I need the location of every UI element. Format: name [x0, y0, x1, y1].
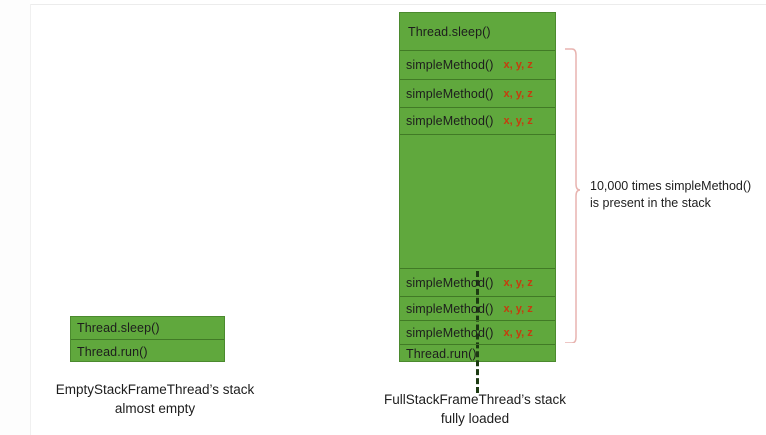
- annotation-line-1: 10,000 times simpleMethod(): [590, 179, 752, 193]
- full-stack-caption: FullStackFrameThread’s stack fully loade…: [330, 390, 620, 428]
- stack-frame-label: simpleMethod(): [406, 275, 494, 290]
- stack-range-brace-icon: [564, 48, 580, 343]
- stack-frame-args: x, y, z: [503, 59, 533, 71]
- slide-top-border: [30, 4, 766, 5]
- stack-frame-args: x, y, z: [503, 302, 533, 315]
- stack-depth-annotation: 10,000 times simpleMethod() is present i…: [590, 178, 766, 212]
- stack-frame-label: Thread.run(): [77, 344, 148, 359]
- stack-frame-args: x, y, z: [503, 326, 533, 339]
- slide-left-gutter: [0, 0, 30, 435]
- stack-frame-row: simpleMethod() x, y, z: [400, 297, 555, 321]
- stack-frame-label: simpleMethod(): [406, 114, 494, 128]
- empty-stack-caption-line-2: almost empty: [114, 401, 196, 416]
- stack-frame-label: simpleMethod(): [406, 301, 494, 316]
- stack-frame-row: Thread.run(): [400, 345, 555, 363]
- stack-frame-row: simpleMethod() x, y, z: [400, 108, 555, 135]
- empty-stack-frame-thread-stack: Thread.sleep() Thread.run(): [70, 316, 225, 362]
- empty-stack-caption: EmptyStackFrameThread’s stack almost emp…: [20, 380, 290, 418]
- stack-frame-row: Thread.sleep(): [71, 317, 224, 340]
- vertical-ellipsis-icon: [476, 271, 479, 393]
- empty-stack-caption-line-1: EmptyStackFrameThread’s stack: [55, 382, 255, 397]
- stack-frame-args: x, y, z: [503, 276, 533, 289]
- stack-frame-label: simpleMethod(): [406, 86, 494, 101]
- stack-frame-row: Thread.sleep(): [400, 13, 555, 51]
- annotation-line-2: is present in the stack: [590, 196, 711, 210]
- full-stack-caption-line-1: FullStackFrameThread’s stack: [383, 392, 567, 407]
- stack-frame-row: simpleMethod() x, y, z: [400, 321, 555, 345]
- stack-frame-label: Thread.run(): [406, 347, 477, 361]
- stack-frame-row: simpleMethod() x, y, z: [400, 80, 555, 108]
- full-stack-caption-line-2: fully loaded: [440, 411, 510, 426]
- stack-frame-args: x, y, z: [503, 87, 533, 100]
- stack-frame-label: Thread.sleep(): [77, 321, 160, 335]
- stack-frame-args: x, y, z: [503, 115, 533, 127]
- stack-frame-label: Thread.sleep(): [408, 24, 491, 39]
- full-stack-frame-thread-stack: Thread.sleep() simpleMethod() x, y, z si…: [399, 12, 556, 393]
- stack-frame-row: simpleMethod() x, y, z: [400, 269, 555, 297]
- stack-frame-row: simpleMethod() x, y, z: [400, 51, 555, 80]
- stack-frame-row: Thread.run(): [71, 340, 224, 363]
- stack-frame-label: simpleMethod(): [406, 325, 494, 340]
- stack-frame-label: simpleMethod(): [406, 58, 494, 72]
- stack-elided-region: [400, 135, 555, 393]
- slide-left-border: [30, 4, 31, 435]
